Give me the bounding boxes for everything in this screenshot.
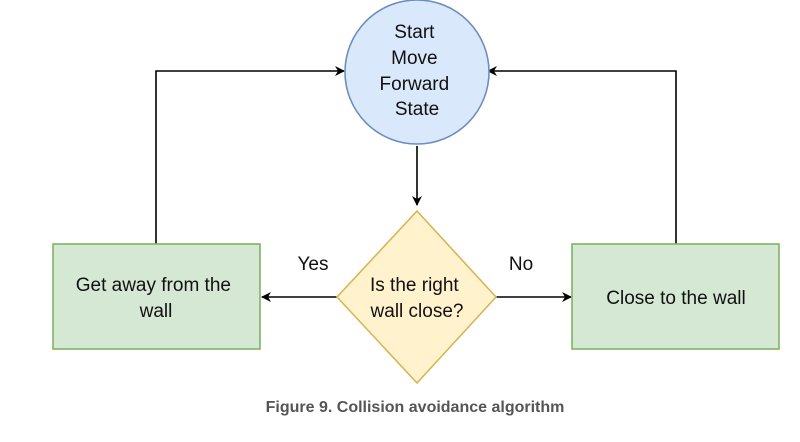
right-process-node: Close to the wall bbox=[571, 243, 780, 350]
start-node-label: Start Move Forward State bbox=[380, 22, 455, 120]
start-node-line: State bbox=[395, 99, 439, 120]
left-process-node-label: Get away from the wall bbox=[76, 275, 237, 322]
left-process-node-shape bbox=[52, 243, 261, 350]
left-process-node-line: Get away from the bbox=[76, 275, 231, 296]
right-process-node-line: Close to the wall bbox=[606, 288, 745, 309]
start-node-line: Forward bbox=[380, 74, 450, 95]
decision-node-line: wall close? bbox=[370, 301, 464, 322]
left-process-node-line: wall bbox=[139, 301, 173, 322]
decision-node: Is the right wall close? bbox=[335, 209, 498, 385]
edge-label-no: No bbox=[509, 254, 533, 275]
edge-right-to-start bbox=[487, 66, 677, 244]
decision-node-label: Is the right wall close? bbox=[370, 275, 464, 322]
edge-left-to-start bbox=[155, 66, 345, 244]
figure-caption: Figure 9. Collision avoidance algorithm bbox=[266, 399, 565, 416]
edge-label-yes: Yes bbox=[298, 254, 329, 275]
edges bbox=[155, 66, 677, 302]
start-node-line: Start bbox=[394, 22, 435, 43]
start-node-line: Move bbox=[391, 48, 437, 69]
right-process-node-label: Close to the wall bbox=[606, 288, 745, 309]
start-node-shape bbox=[344, 0, 490, 145]
start-node: Start Move Forward State bbox=[344, 0, 490, 145]
left-process-node: Get away from the wall bbox=[52, 243, 261, 350]
right-process-node-shape bbox=[571, 243, 780, 350]
decision-node-shape bbox=[335, 209, 498, 385]
decision-node-line: Is the right bbox=[370, 275, 459, 296]
